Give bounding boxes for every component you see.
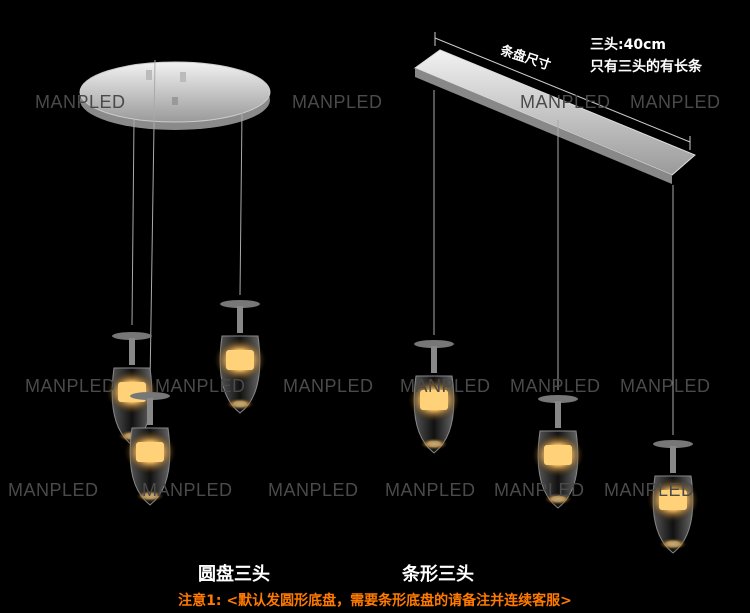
watermark: MANPLED [292, 92, 383, 112]
pendant-glass [532, 395, 584, 509]
watermark: MANPLED [494, 480, 585, 500]
round-canopy [79, 61, 271, 130]
watermark: MANPLED [142, 480, 233, 500]
watermark: MANPLED [520, 92, 611, 112]
spec-note: 只有三头的有长条 [590, 59, 702, 75]
suspension-wires [131, 59, 674, 435]
bar-caption: 条形三头 [402, 564, 474, 585]
bar-canopy [413, 32, 696, 184]
watermark: MANPLED [620, 376, 711, 396]
round-caption: 圆盘三头 [198, 564, 270, 585]
pendant-glass [214, 300, 266, 414]
watermark: MANPLED [283, 376, 374, 396]
notice-text: 注意1: <默认发圆形底盘，需要条形底盘的请备注并连续客服> [178, 593, 572, 609]
watermark: MANPLED [25, 376, 116, 396]
spec-length: 三头:40cm [590, 37, 666, 53]
watermark: MANPLED [268, 480, 359, 500]
pendant-glass [106, 332, 158, 446]
pendant-glass [647, 440, 699, 554]
watermark: MANPLED [8, 480, 99, 500]
watermark: MANPLED [155, 376, 246, 396]
watermark: MANPLED [400, 376, 491, 396]
watermark: MANPLED [35, 92, 126, 112]
watermark: MANPLED [510, 376, 601, 396]
watermark: MANPLED [630, 92, 721, 112]
pendant-glass [124, 392, 176, 506]
watermark: MANPLED [385, 480, 476, 500]
pendant-glass [408, 340, 460, 454]
watermark: MANPLED [604, 480, 695, 500]
